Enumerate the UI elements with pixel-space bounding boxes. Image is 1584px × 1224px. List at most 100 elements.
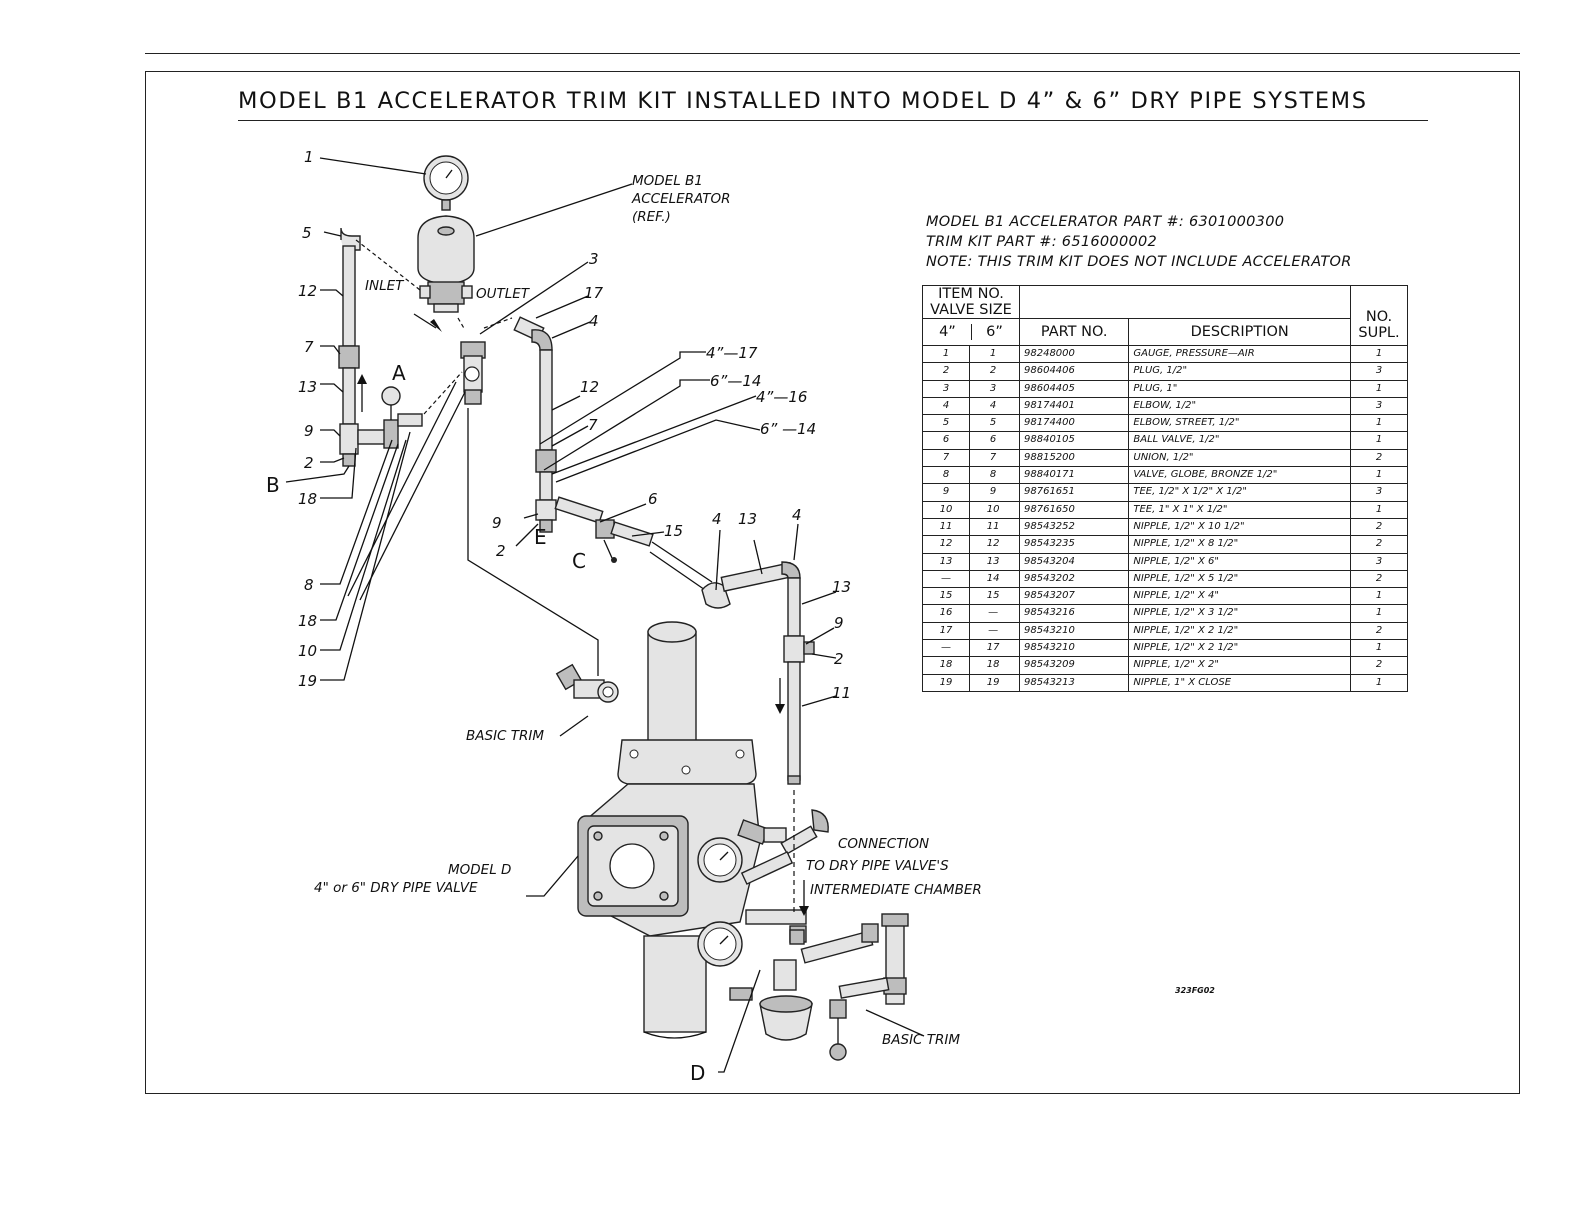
cell-valve-size: —14 bbox=[922, 569, 1020, 589]
cell-qty: 1 bbox=[1350, 500, 1408, 519]
callout-18a: 18 bbox=[298, 490, 317, 508]
cell-description: NIPPLE, 1/2" X 2 1/2" bbox=[1128, 621, 1351, 641]
cell-qty: 1 bbox=[1350, 414, 1408, 433]
cell-qty: 1 bbox=[1350, 344, 1408, 364]
cell-part-no: 98761651 bbox=[1018, 483, 1130, 502]
cell-qty: 3 bbox=[1350, 362, 1408, 381]
cell-description: NIPPLE, 1/2" X 6" bbox=[1128, 552, 1351, 571]
callout-2b: 2 bbox=[496, 542, 506, 560]
cell-part-no: 98543207 bbox=[1018, 587, 1130, 606]
accelerator-body-icon bbox=[417, 215, 475, 313]
cell-qty: 2 bbox=[1350, 535, 1408, 554]
cell-description: VALVE, GLOBE, BRONZE 1/2" bbox=[1128, 466, 1351, 485]
cell-qty: 3 bbox=[1350, 396, 1408, 416]
top-rule bbox=[145, 53, 1520, 54]
cell-valve-size: 17— bbox=[922, 621, 1020, 641]
cell-part-no: 98543216 bbox=[1018, 604, 1130, 623]
cell-part-no: 98604405 bbox=[1018, 379, 1130, 398]
cell-description: BALL VALVE, 1/2" bbox=[1128, 431, 1351, 450]
cell-valve-size: 16— bbox=[922, 604, 1020, 623]
callout-15: 15 bbox=[664, 522, 683, 540]
cell-part-no: 98840105 bbox=[1018, 431, 1130, 450]
callout-4a: 4 bbox=[589, 312, 599, 330]
header-sizes: 4”6” bbox=[922, 318, 1020, 346]
callout-13a: 13 bbox=[298, 378, 317, 396]
header-blank-top bbox=[1019, 285, 1351, 319]
accelerator-part-number: MODEL B1 ACCELERATOR PART #: 6301000300 bbox=[926, 214, 1285, 230]
trim-kit-note: NOTE: THIS TRIM KIT DOES NOT INCLUDE ACC… bbox=[926, 254, 1352, 270]
cell-part-no: 98543210 bbox=[1018, 639, 1130, 658]
cell-description: NIPPLE, 1/2" X 5 1/2" bbox=[1128, 569, 1351, 589]
accelerator-label-2: ACCELERATOR bbox=[631, 191, 731, 207]
callout-4-17: 4”—17 bbox=[706, 344, 758, 362]
callout-4c: 4 bbox=[792, 506, 802, 524]
cell-qty: 2 bbox=[1350, 517, 1408, 537]
cell-qty: 1 bbox=[1350, 379, 1408, 398]
cell-description: PLUG, 1" bbox=[1128, 379, 1351, 398]
cell-part-no: 98174400 bbox=[1018, 414, 1130, 433]
connection-label-3: INTERMEDIATE CHAMBER bbox=[810, 882, 982, 898]
accelerator-label-3: (REF.) bbox=[632, 209, 671, 225]
cell-description: TEE, 1/2" X 1/2" X 1/2" bbox=[1128, 483, 1351, 502]
cell-qty: 2 bbox=[1350, 569, 1408, 589]
lower-trim-cluster bbox=[697, 790, 909, 1061]
inlet-label: INLET bbox=[365, 278, 405, 294]
figure-id: 323FG02 bbox=[1175, 986, 1215, 995]
left-trim-assembly bbox=[338, 227, 423, 467]
cell-description: NIPPLE, 1/2" X 8 1/2" bbox=[1128, 535, 1351, 554]
callout-8: 8 bbox=[304, 576, 314, 594]
callout-a: A bbox=[392, 361, 406, 385]
cell-qty: 2 bbox=[1350, 621, 1408, 641]
cell-part-no: 98543235 bbox=[1018, 535, 1130, 554]
cell-valve-size: —17 bbox=[922, 639, 1020, 658]
cell-description: NIPPLE, 1/2" X 2 1/2" bbox=[1128, 639, 1351, 658]
callout-2a: 2 bbox=[304, 454, 314, 472]
cell-qty: 2 bbox=[1350, 448, 1408, 468]
cell-part-no: 98543252 bbox=[1018, 517, 1130, 537]
callout-6-14b: 6” —14 bbox=[760, 420, 816, 438]
cell-part-no: 98761650 bbox=[1018, 500, 1130, 519]
callout-13b: 13 bbox=[738, 510, 757, 528]
cell-description: NIPPLE, 1/2" X 2" bbox=[1128, 656, 1351, 675]
cell-part-no: 98815200 bbox=[1018, 448, 1130, 468]
cell-qty: 1 bbox=[1350, 673, 1408, 692]
basic-trim-label-2: BASIC TRIM bbox=[882, 1032, 960, 1048]
callout-9b: 9 bbox=[492, 514, 502, 532]
callout-6-14a: 6”—14 bbox=[710, 372, 761, 390]
cell-part-no: 98543213 bbox=[1018, 673, 1130, 692]
leader-lines bbox=[285, 157, 925, 1073]
tee-fitting-icon bbox=[460, 341, 486, 405]
header-supl: NO.SUPL. bbox=[1350, 285, 1408, 346]
callout-6: 6 bbox=[648, 490, 658, 508]
callout-10: 10 bbox=[298, 642, 317, 660]
callout-3: 3 bbox=[589, 250, 599, 268]
cell-description: NIPPLE, 1/2" X 10 1/2" bbox=[1128, 517, 1351, 537]
outlet-label: OUTLET bbox=[476, 286, 531, 302]
basic-trim-label-1: BASIC TRIM bbox=[466, 728, 544, 744]
cell-qty: 1 bbox=[1350, 466, 1408, 485]
drawing-title: MODEL B1 ACCELERATOR TRIM KIT INSTALLED … bbox=[238, 84, 1428, 121]
cell-description: ELBOW, 1/2" bbox=[1128, 396, 1351, 416]
cell-description: NIPPLE, 1" X CLOSE bbox=[1128, 673, 1351, 692]
callout-18b: 18 bbox=[298, 612, 317, 630]
cell-description: NIPPLE, 1/2" X 3 1/2" bbox=[1128, 604, 1351, 623]
